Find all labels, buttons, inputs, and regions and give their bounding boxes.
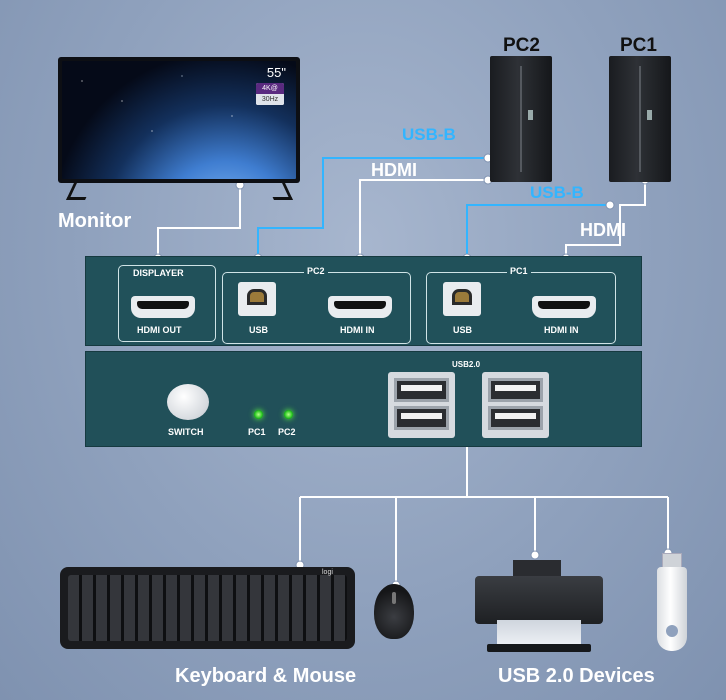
pc2-group-title: PC2 xyxy=(304,266,328,276)
mouse-image xyxy=(374,584,414,639)
usb-devices-label: USB 2.0 Devices xyxy=(498,665,655,687)
pc2-led-label: PC2 xyxy=(278,427,296,437)
resolution-badge: 4K@ 30Hz xyxy=(256,83,284,105)
pc1-led-label: PC1 xyxy=(248,427,266,437)
hdmi-label-pc2: HDMI xyxy=(371,160,417,180)
pc1-label: PC1 xyxy=(620,35,657,56)
pc2-hdmi-in-port xyxy=(328,296,392,318)
pc1-tower xyxy=(609,56,671,182)
pc1-usb-port xyxy=(443,282,481,316)
hdmi-out-port xyxy=(131,296,195,318)
pc1-led xyxy=(254,410,263,419)
pc1-hdmi-in-port xyxy=(532,296,596,318)
pc1-group-title: PC1 xyxy=(507,266,531,276)
keyboard-mouse-label: Keyboard & Mouse xyxy=(175,665,357,687)
badge-bottom: 30Hz xyxy=(256,94,284,105)
wire-pc1-usb xyxy=(466,204,610,258)
wire-pc2-usb xyxy=(257,157,488,258)
wire-pc1-hdmi xyxy=(565,180,646,258)
dot-printer xyxy=(530,550,540,560)
monitor-image: 55" 4K@ 30Hz xyxy=(58,57,300,183)
hdmi-label-pc1: HDMI xyxy=(580,220,626,240)
keyboard-image xyxy=(60,567,355,649)
usb20-title: USB2.0 xyxy=(452,360,481,369)
monitor-size: 55" xyxy=(266,65,286,80)
usbb-label-pc1: USB-B xyxy=(530,183,584,202)
usb-stick-image xyxy=(657,567,687,651)
wire-pc2-hdmi xyxy=(359,179,488,258)
displayer-title: DISPLAYER xyxy=(130,268,187,278)
pc2-led xyxy=(284,410,293,419)
pc1-usb-label: USB xyxy=(453,325,473,335)
pc2-label: PC2 xyxy=(503,35,540,56)
pc2-tower xyxy=(490,56,552,182)
badge-top: 4K@ xyxy=(256,83,284,94)
displayer-group xyxy=(118,265,216,342)
switch-button[interactable] xyxy=(167,384,209,420)
pc2-hdmi-in-label: HDMI IN xyxy=(340,325,375,335)
dot-pc1-usb xyxy=(605,200,615,210)
switch-label: SWITCH xyxy=(168,427,204,437)
pc1-hdmi-in-label: HDMI IN xyxy=(544,325,579,335)
pc2-usb-port xyxy=(238,282,276,316)
keyboard-brand: logi xyxy=(322,569,333,576)
hdmi-out-label: HDMI OUT xyxy=(137,325,182,335)
usb-a-port-right xyxy=(482,372,549,438)
monitor-label: Monitor xyxy=(58,210,132,232)
pc2-usb-label: USB xyxy=(249,325,269,335)
printer-image xyxy=(475,560,603,652)
usb-a-port-left xyxy=(388,372,455,438)
monitor-screen: 55" 4K@ 30Hz xyxy=(62,61,296,179)
wire-monitor-hdmi-out xyxy=(157,185,241,258)
usbb-label-pc2: USB-B xyxy=(402,125,456,144)
